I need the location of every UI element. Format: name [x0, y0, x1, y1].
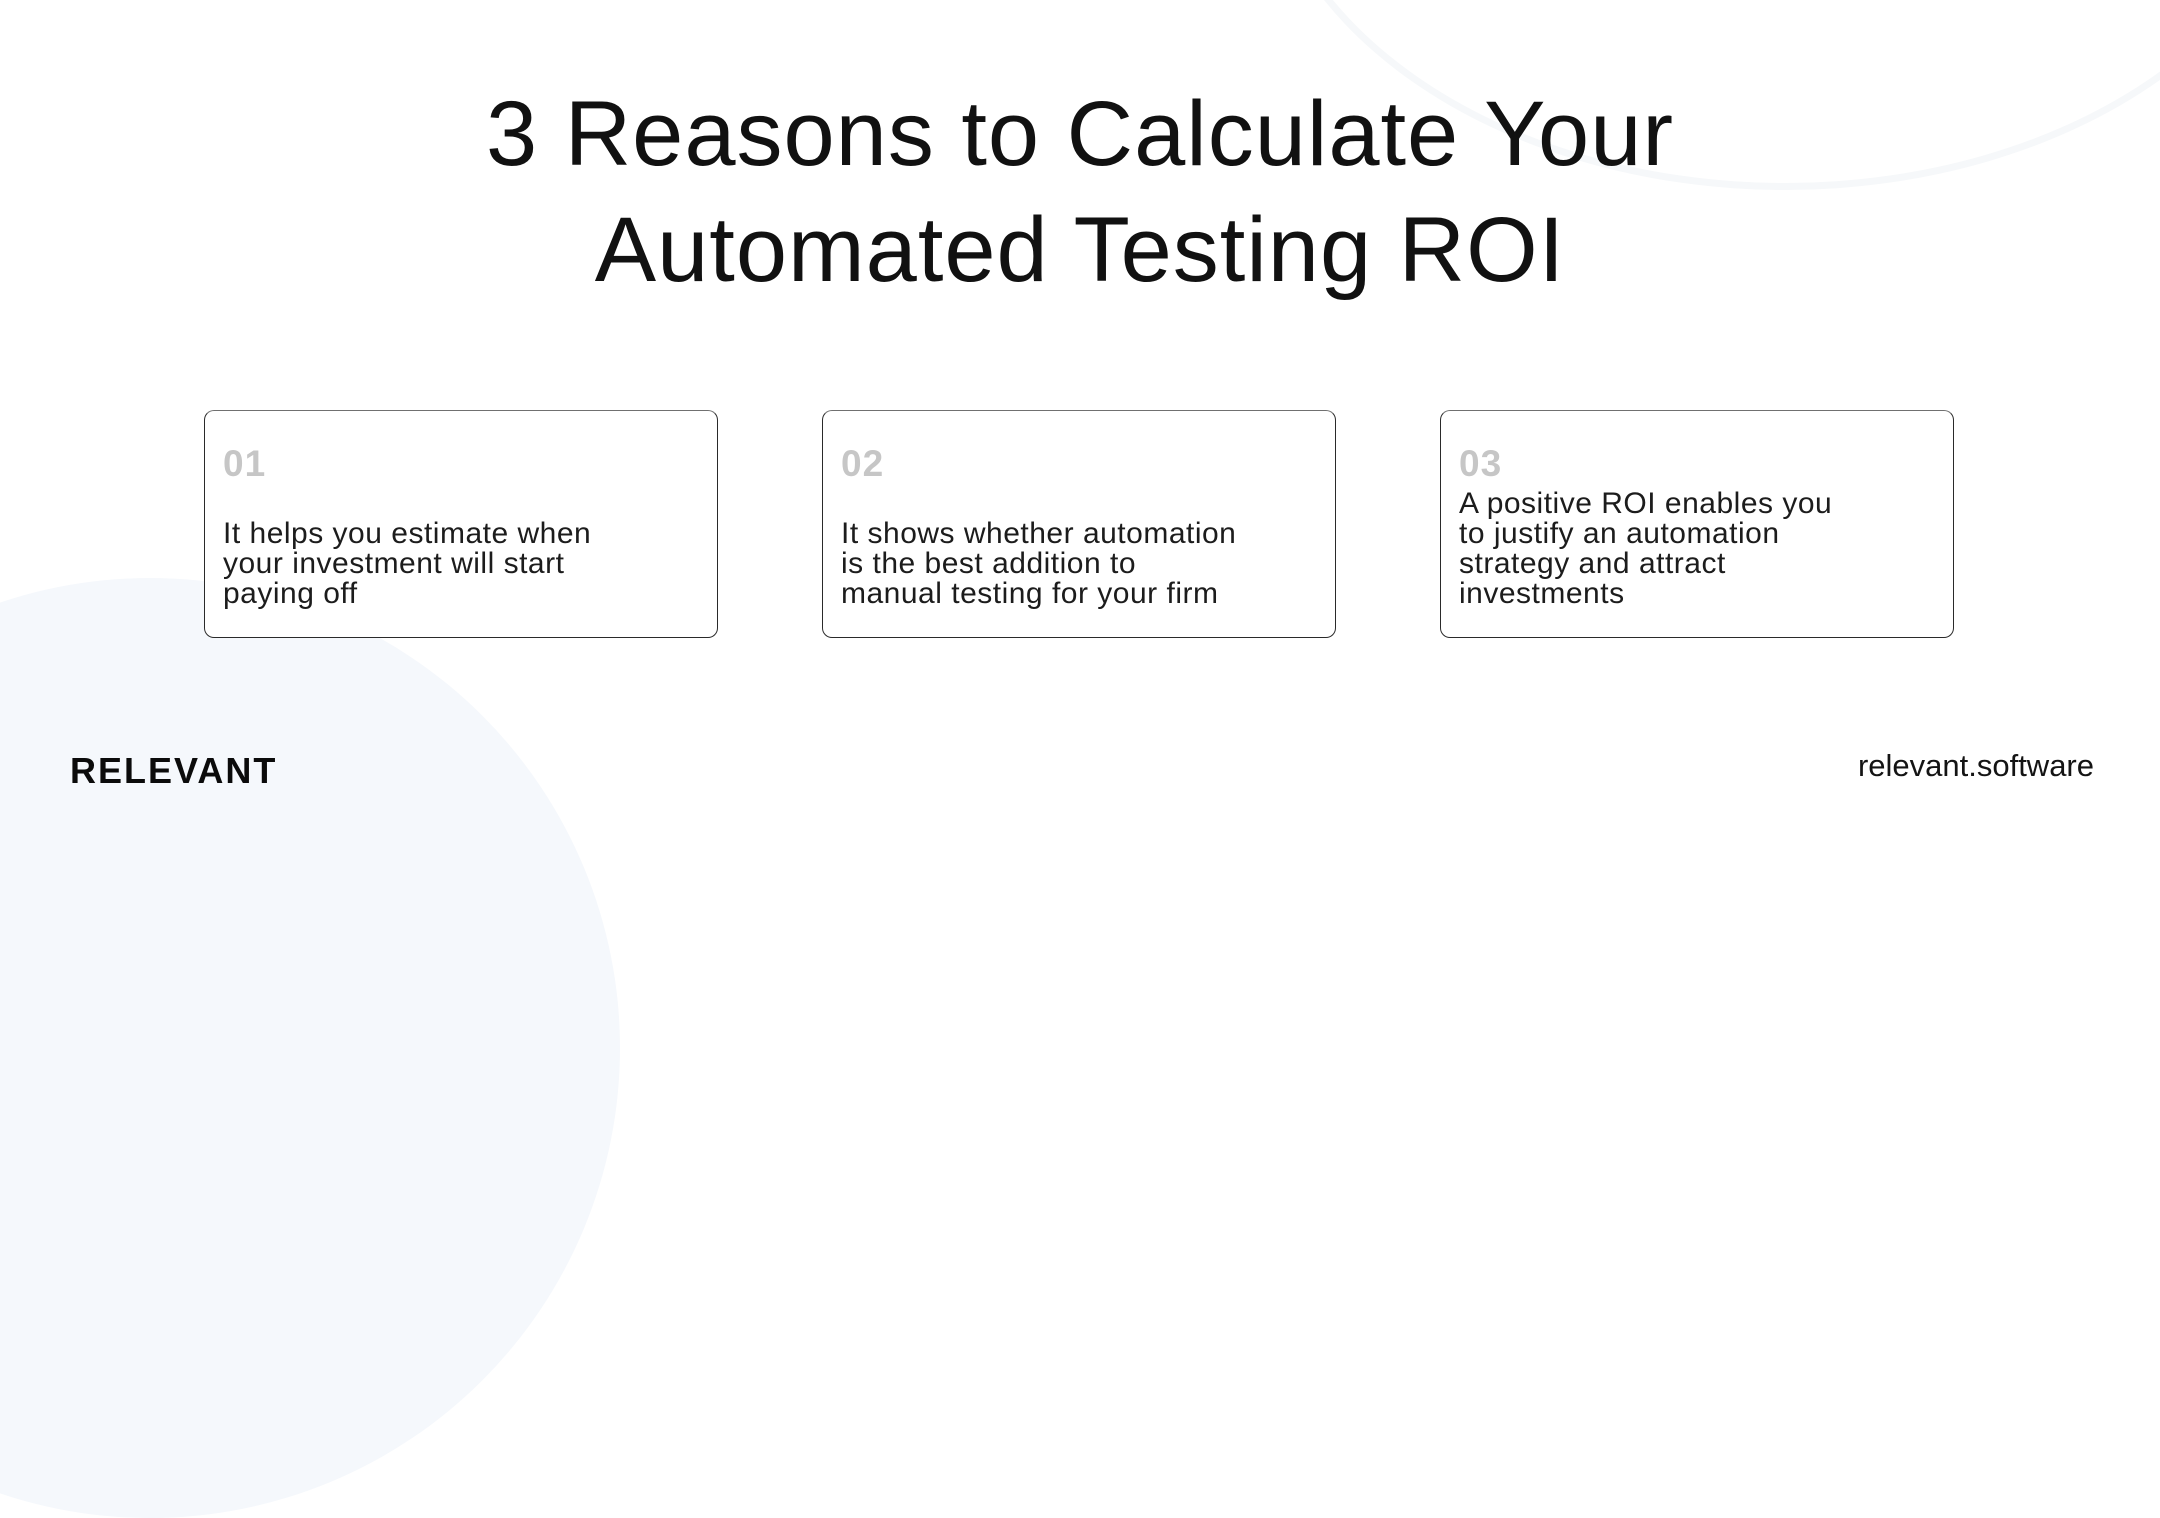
title-line-1: 3 Reasons to Calculate Your	[485, 83, 1674, 185]
card-number: 03	[1459, 443, 1503, 484]
title-line-2: Automated Testing ROI	[594, 199, 1566, 301]
reason-card-2: 02 It shows whether automation is the be…	[822, 410, 1336, 638]
brand-logo: RELEVANT	[70, 750, 278, 791]
reason-card-1: 01 It helps you estimate when your inves…	[204, 410, 718, 638]
card-text: It helps you estimate when your investme…	[223, 517, 592, 610]
background-blob-decoration	[0, 578, 620, 1518]
card-text: It shows whether automation is the best …	[841, 517, 1237, 610]
site-url-text: relevant.software	[1857, 748, 2094, 783]
card-number: 01	[223, 443, 267, 484]
reason-card-3: 03 A positive ROI enables you to justify…	[1440, 410, 1954, 638]
card-text: A positive ROI enables you to justify an…	[1459, 487, 1833, 610]
page-title: 3 Reasons to Calculate Your Automated Te…	[0, 76, 2160, 308]
card-number: 02	[841, 443, 885, 484]
